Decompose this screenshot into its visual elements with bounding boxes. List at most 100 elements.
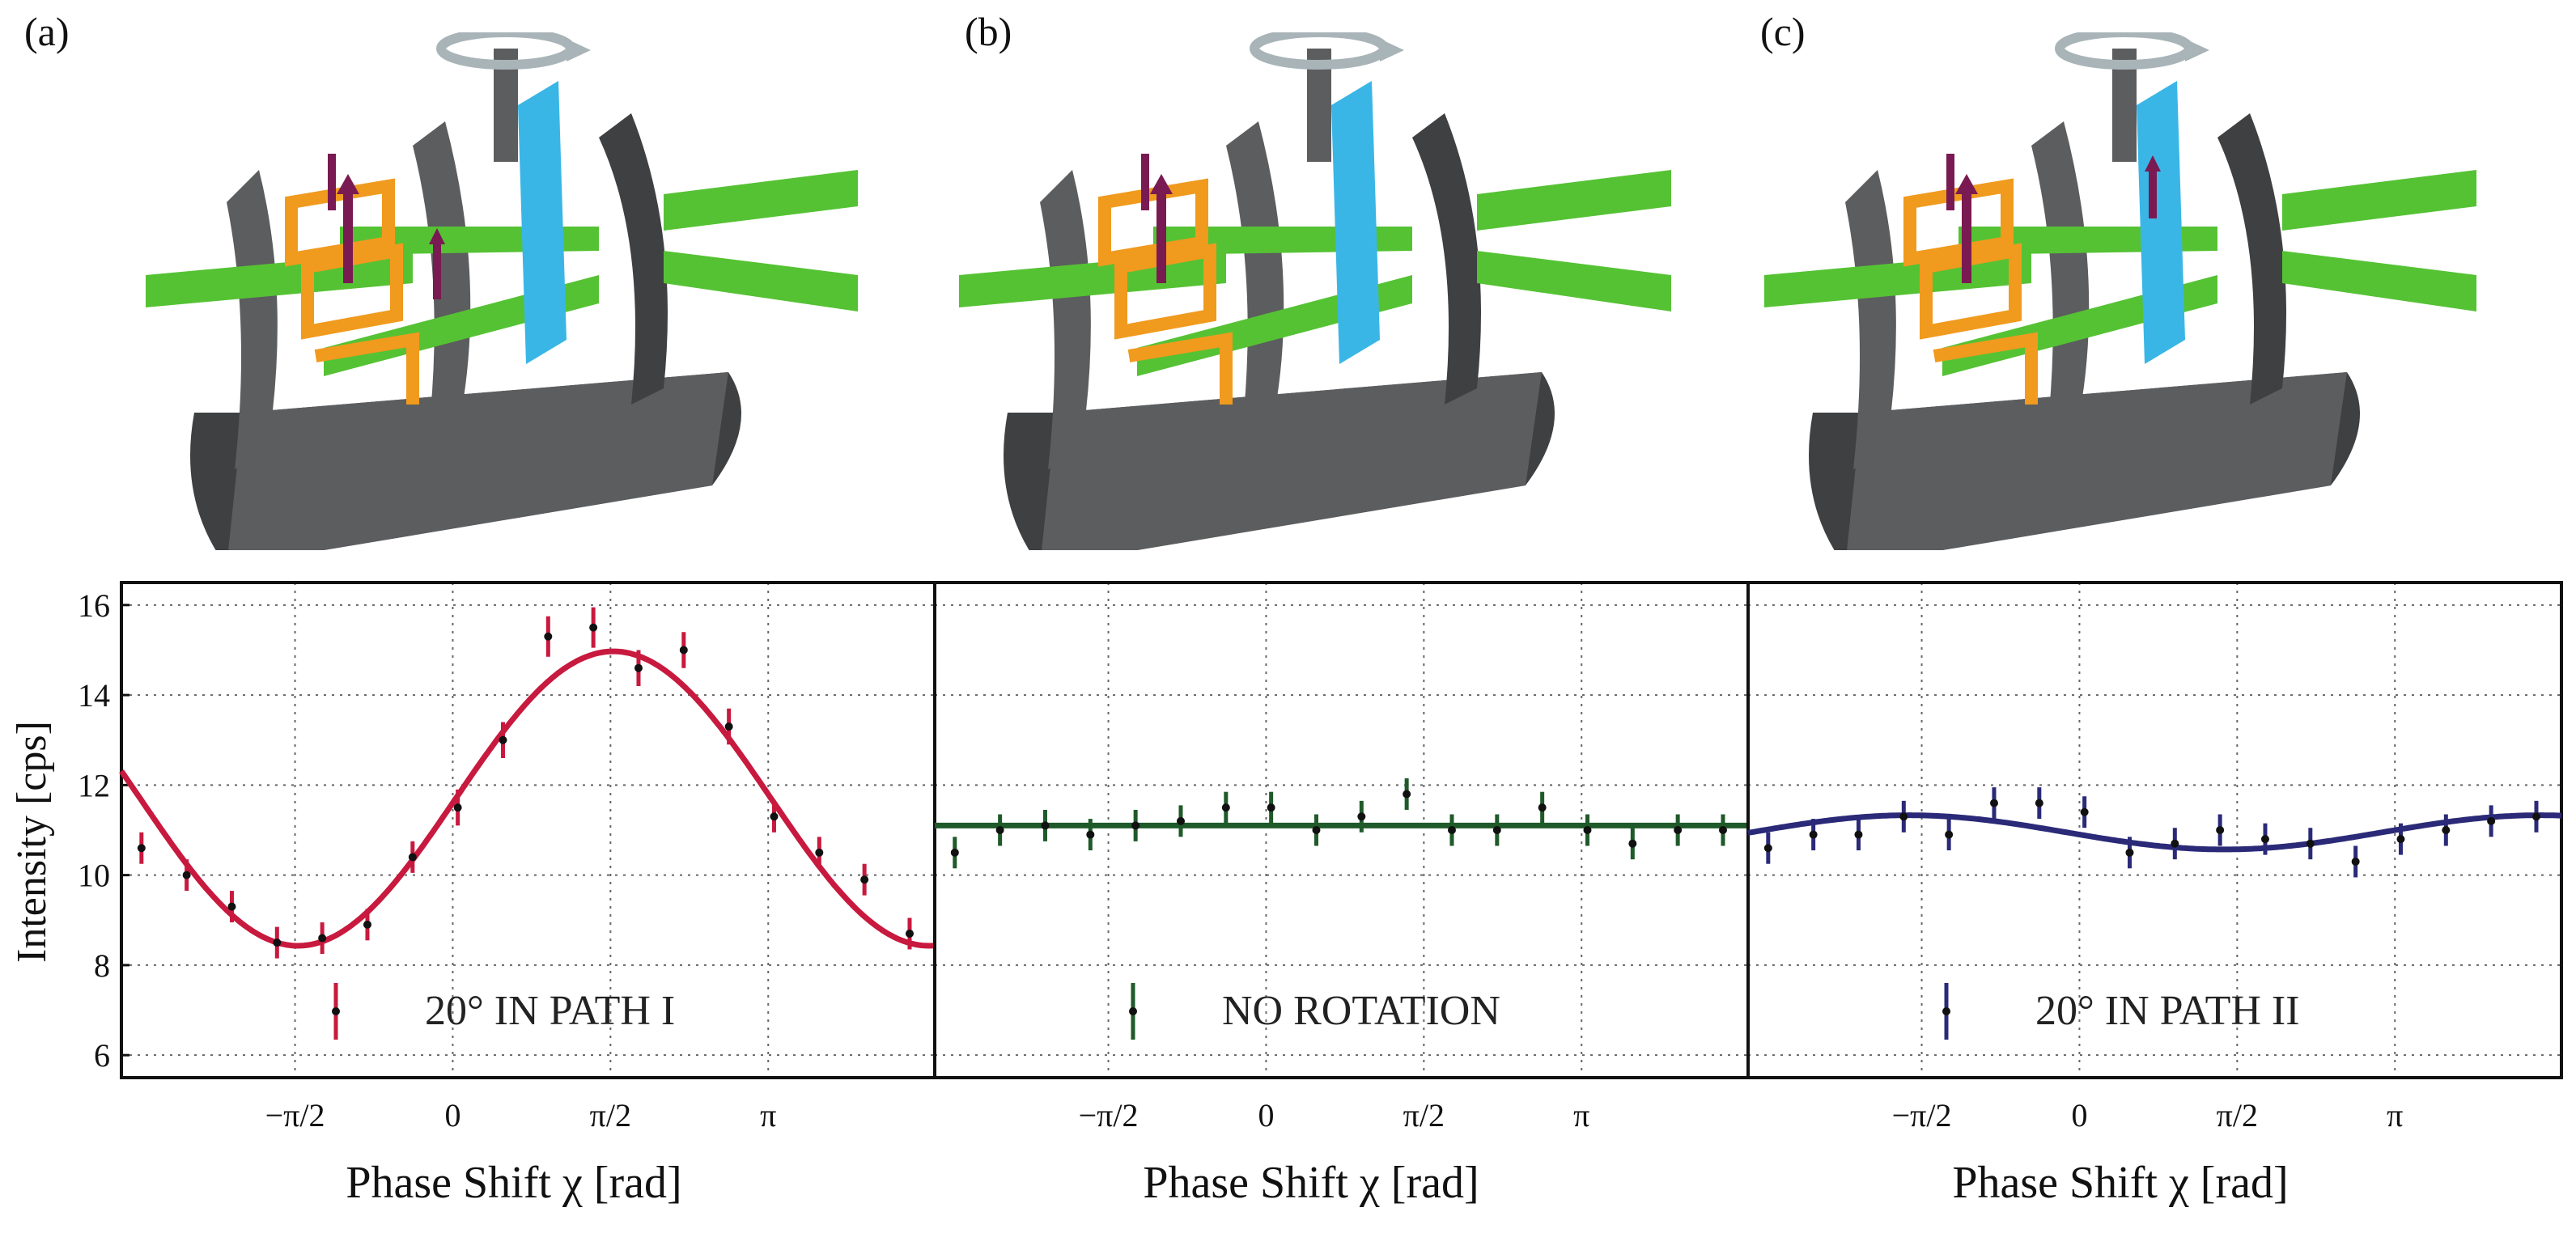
phase-shifter-blade	[2137, 81, 2185, 364]
beam-right-lower	[2282, 251, 2476, 311]
phase-shifter-blade	[518, 81, 567, 364]
data-point	[1628, 839, 1637, 848]
panel-label-b: (b)	[965, 9, 1012, 54]
xtick-label: 0	[2071, 1097, 2087, 1133]
data-point	[2442, 826, 2451, 834]
left-blade	[227, 170, 278, 469]
data-point	[995, 826, 1004, 834]
xtick-label: 0	[1258, 1097, 1274, 1133]
ytick-label: 10	[78, 858, 110, 894]
phase-shifter-blade	[1331, 81, 1380, 364]
data-point	[182, 871, 191, 879]
spin-arrowhead-3	[2145, 155, 2161, 172]
data-point	[544, 632, 553, 641]
data-point	[2531, 812, 2540, 821]
data-point	[453, 803, 462, 812]
data-point	[2487, 816, 2496, 825]
interferometer-illustration-b	[959, 32, 1671, 550]
x-axis-label-c: Phase Shift χ [rad]	[1952, 1158, 2289, 1208]
data-point	[1899, 812, 1908, 821]
beam-right-lower	[1477, 251, 1671, 311]
legend-label: NO ROTATION	[1222, 988, 1500, 1034]
ytick-label: 6	[94, 1037, 110, 1074]
subplot-a: 6 8 10 12 14 16 −π/2 0 π/2 π 20° IN PATH I	[78, 581, 936, 1133]
left-blade	[1040, 170, 1091, 469]
right-blade	[2217, 113, 2286, 405]
data-point	[2306, 839, 2315, 848]
data-point	[363, 920, 371, 929]
coil-lower	[1127, 332, 1233, 405]
data-point	[1041, 821, 1050, 830]
data-point	[724, 722, 733, 731]
data-point	[1583, 826, 1592, 834]
panel-label-a: (a)	[24, 9, 70, 54]
data-point	[1447, 826, 1456, 834]
data-point	[227, 902, 236, 911]
y-axis-label: Intensity [cps]	[9, 721, 55, 963]
xtick-label: −π/2	[265, 1097, 325, 1133]
data-point	[589, 623, 598, 632]
data-point	[770, 812, 779, 821]
data-point	[2080, 807, 2089, 816]
ytick-label: 14	[78, 677, 110, 714]
xtick-label: π	[760, 1097, 776, 1133]
legend-label: 20° IN PATH II	[2035, 988, 2300, 1034]
data-point	[1492, 826, 1501, 834]
panel-label-c: (c)	[1760, 9, 1806, 54]
rotation-arrowhead	[1380, 39, 1404, 61]
xtick-label: π/2	[2217, 1097, 2258, 1133]
data-point	[2351, 857, 2360, 866]
data-point	[950, 848, 959, 857]
beam-right-upper	[2282, 170, 2476, 231]
data-point	[1538, 803, 1547, 812]
data-point	[1221, 803, 1230, 812]
data-point	[1854, 830, 1863, 839]
legend-marker-dot	[1129, 1007, 1137, 1015]
spin-arrowhead-2	[1150, 174, 1173, 194]
right-blade	[1412, 113, 1481, 405]
data-point	[1267, 803, 1275, 812]
data-point	[1176, 816, 1185, 825]
housing-front	[228, 372, 728, 550]
interferometer-illustration-a	[146, 32, 858, 550]
legend-label: 20° IN PATH I	[425, 988, 675, 1034]
spin-arrowhead-3	[429, 228, 445, 244]
housing-front	[1847, 372, 2347, 550]
xtick-label: π/2	[590, 1097, 631, 1133]
xtick-label: π	[1573, 1097, 1589, 1133]
legend-marker-dot	[332, 1007, 340, 1015]
legend-marker-dot	[1942, 1007, 1950, 1015]
data-point	[860, 875, 869, 884]
xtick-label: 0	[444, 1097, 460, 1133]
data-point	[1312, 826, 1321, 834]
x-axis-label-a: Phase Shift χ [rad]	[346, 1158, 682, 1208]
coil-middle	[1114, 243, 1216, 340]
xtick-label: −π/2	[1079, 1097, 1139, 1133]
beam-right-upper	[1477, 170, 1671, 231]
data-point	[1674, 826, 1683, 834]
data-point	[1945, 830, 1954, 839]
data-point	[1086, 830, 1095, 839]
middle-blade	[2031, 121, 2090, 429]
data-point	[2396, 835, 2405, 844]
beam-right-lower	[664, 251, 858, 311]
coil-lower	[1933, 332, 2038, 405]
data-point	[499, 735, 507, 744]
data-point	[905, 929, 914, 938]
beam-right-upper	[664, 170, 858, 231]
ytick-label: 8	[94, 947, 110, 984]
data-point	[2125, 848, 2134, 857]
middle-blade	[1226, 121, 1284, 429]
data-point	[679, 646, 688, 655]
data-point	[2260, 835, 2269, 844]
housing-front	[1042, 372, 1542, 550]
data-point	[634, 663, 643, 672]
x-axis-label-b: Phase Shift χ [rad]	[1143, 1158, 1479, 1208]
ytick-label: 12	[78, 767, 110, 803]
data-point	[137, 844, 146, 853]
data-point	[1763, 844, 1772, 853]
ytick-label: 16	[78, 587, 110, 624]
